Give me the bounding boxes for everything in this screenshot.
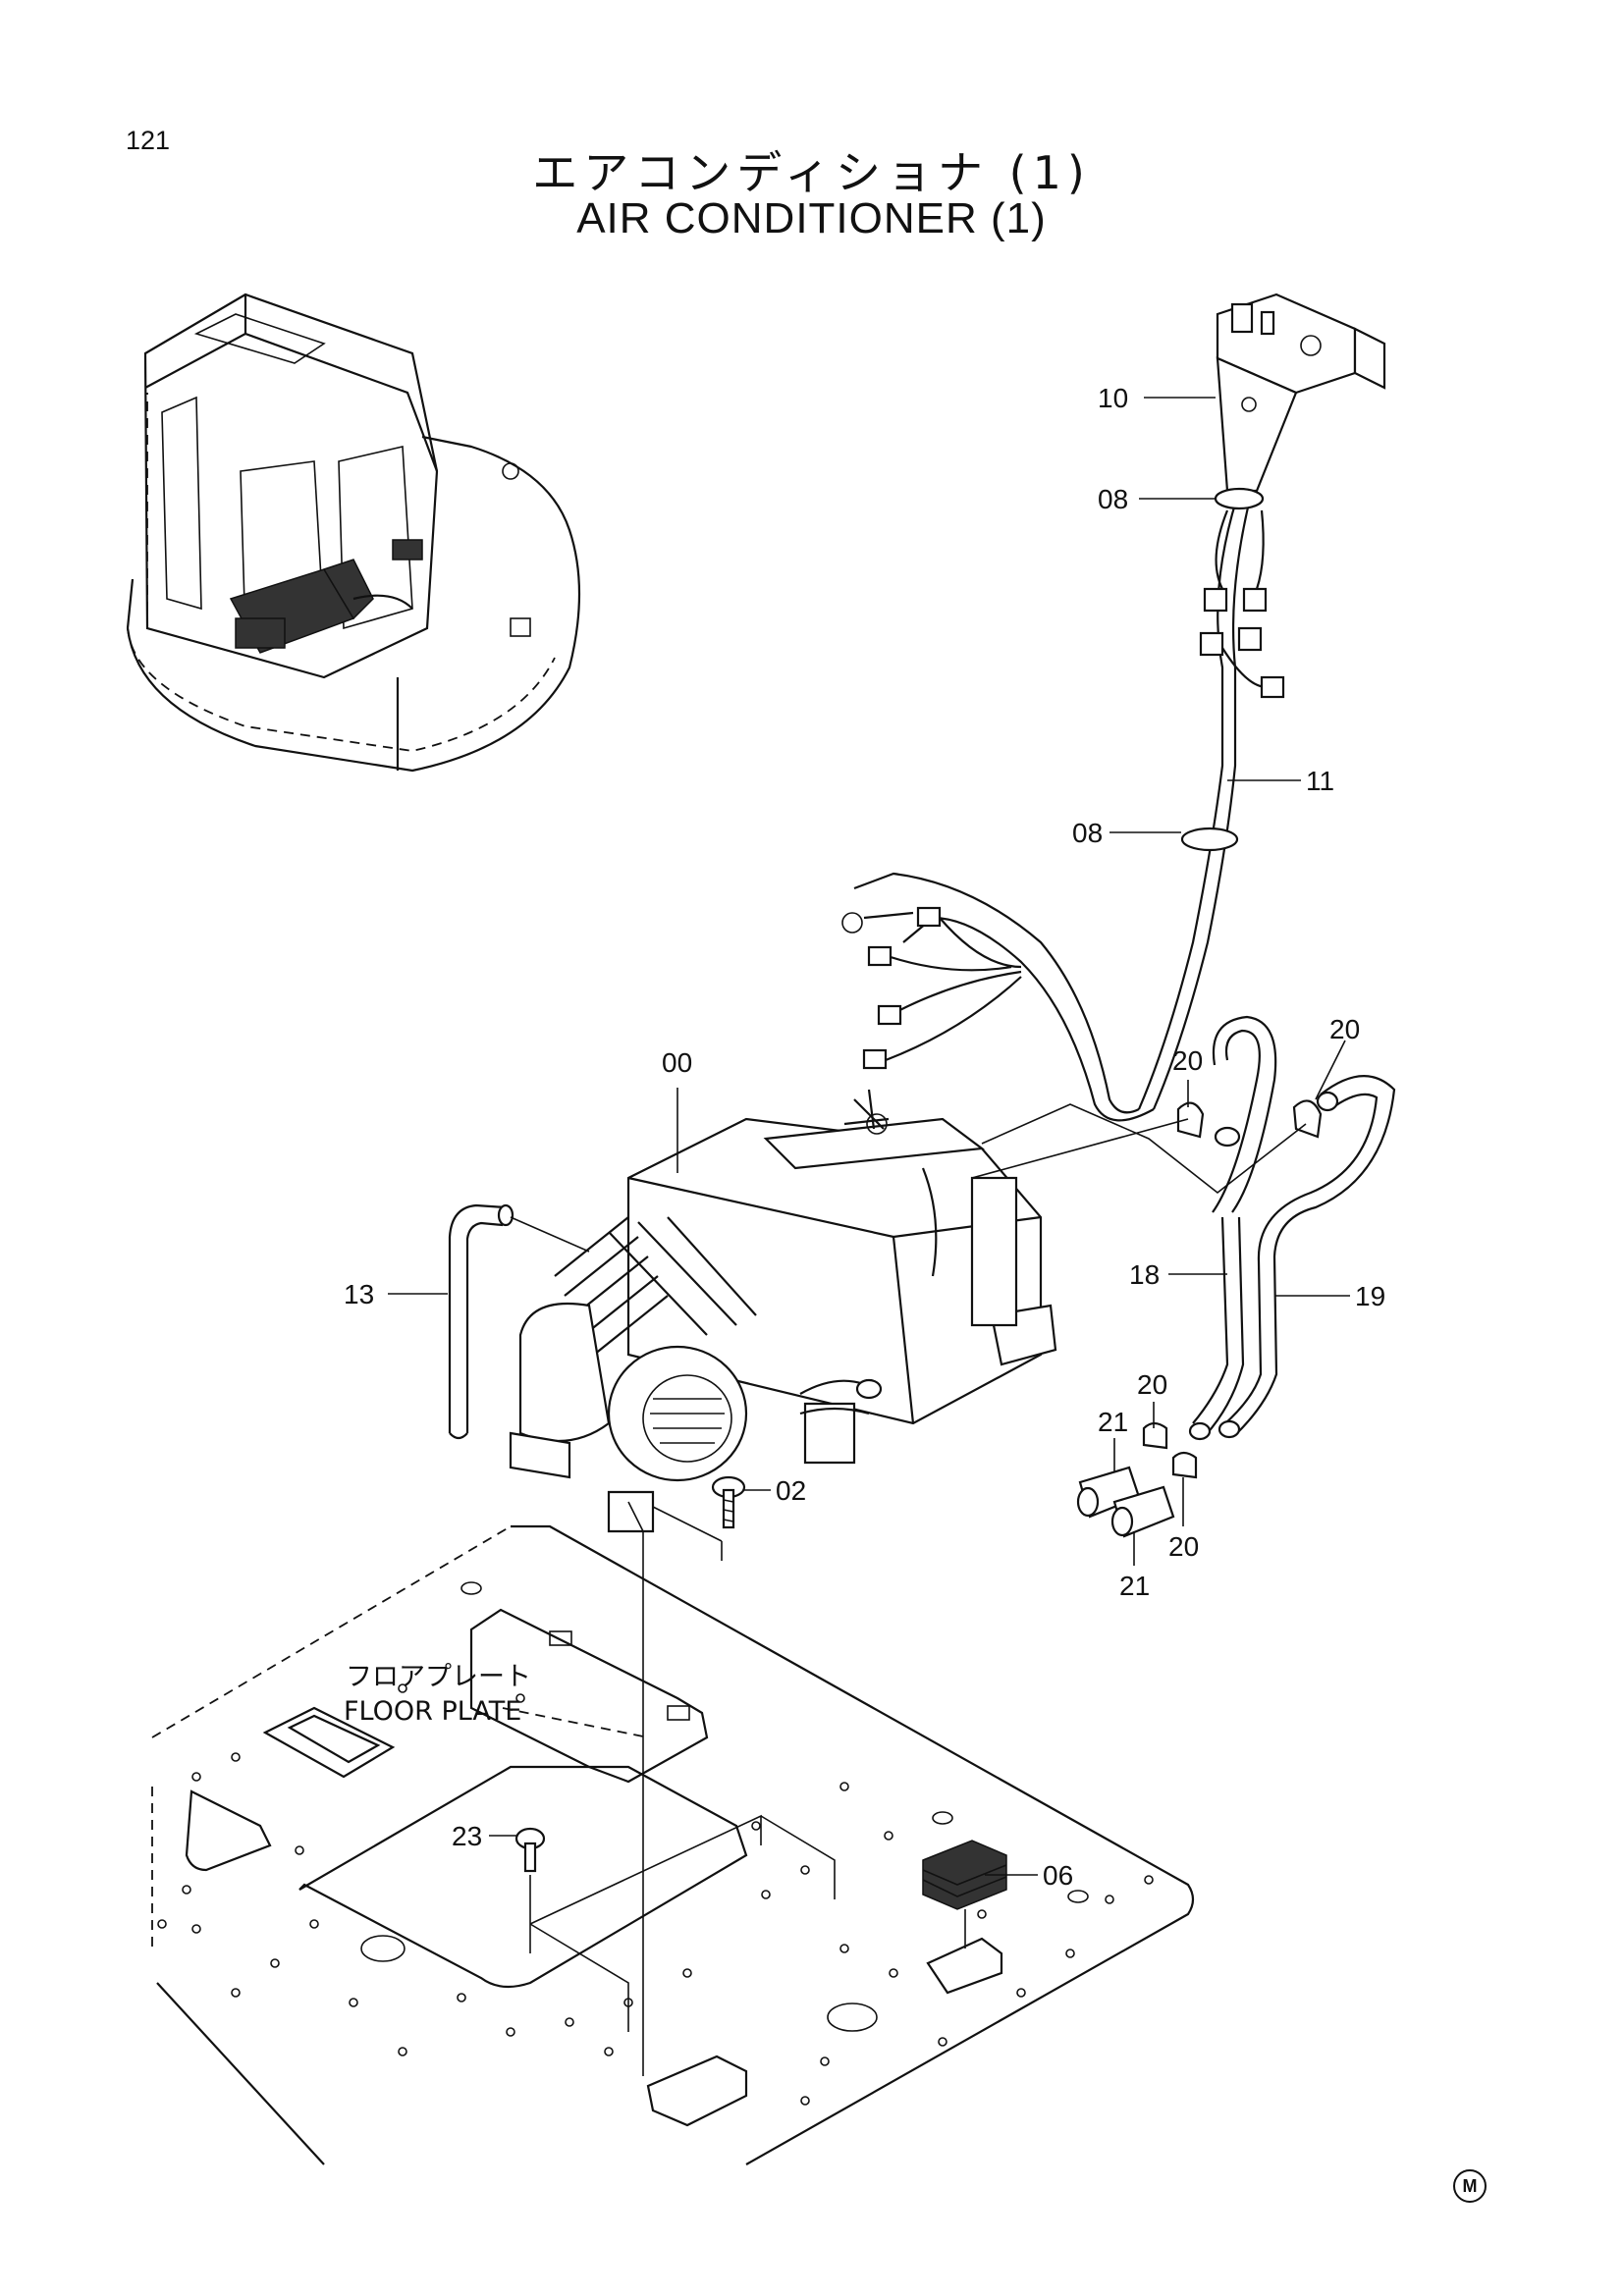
hose-13: [448, 1203, 590, 1440]
callout-18: 18: [1129, 1259, 1160, 1290]
corner-mark: M: [1453, 2169, 1487, 2203]
ac-unit-location-highlight: [229, 539, 423, 654]
screw-23: [514, 1827, 546, 1873]
bolt-02: [652, 1475, 746, 1561]
control-panel: [1216, 293, 1386, 493]
ac-main-unit: [509, 1089, 1057, 1533]
mounting-holes: [157, 1683, 1154, 2106]
hose-18: [1188, 1015, 1277, 1441]
title-english: AIR CONDITIONER (1): [576, 194, 1047, 242]
callout-13: 13: [344, 1279, 374, 1309]
callout-10: 10: [1098, 383, 1128, 413]
title-japanese: エアコンディショナ (1): [532, 146, 1091, 199]
callout-19: 19: [1355, 1281, 1385, 1311]
callout-20-upper-left: 20: [1172, 1045, 1203, 1076]
floor-plate: [151, 1524, 1195, 2165]
page-number: 121: [126, 126, 171, 155]
callout-06: 06: [1043, 1860, 1073, 1891]
hose-clamps-upper: [971, 1099, 1323, 1195]
callout-21-upper: 21: [1098, 1407, 1128, 1437]
callout-20-lower-upper: 20: [1137, 1369, 1167, 1400]
rubber-pad-06: [922, 1840, 1007, 1949]
callout-21-lower: 21: [1119, 1571, 1150, 1601]
callout-20-upper-right: 20: [1329, 1014, 1360, 1044]
callout-02: 02: [776, 1475, 806, 1506]
fittings-lower: [1076, 1421, 1198, 1538]
callout-08-upper: 08: [1098, 484, 1128, 514]
hose-19: [1217, 1075, 1396, 1439]
callout-00: 00: [662, 1047, 692, 1078]
leader-lines: [388, 397, 1350, 1876]
callout-labels: 10 08 11 08 00 20 20 13 18 19 20 21 02 2…: [344, 383, 1385, 1891]
excavator-overview: [126, 293, 581, 773]
alignment-lines: [529, 1501, 836, 2076]
callout-20-lower: 20: [1168, 1531, 1199, 1562]
callout-11: 11: [1306, 766, 1334, 796]
callout-08-lower: 08: [1072, 818, 1103, 848]
floor-plate-label-jp: フロアプレート: [346, 1662, 531, 1692]
callout-23: 23: [452, 1821, 482, 1851]
floor-plate-label-en: FLOOR PLATE: [344, 1696, 521, 1727]
wire-harness: [841, 487, 1285, 1122]
